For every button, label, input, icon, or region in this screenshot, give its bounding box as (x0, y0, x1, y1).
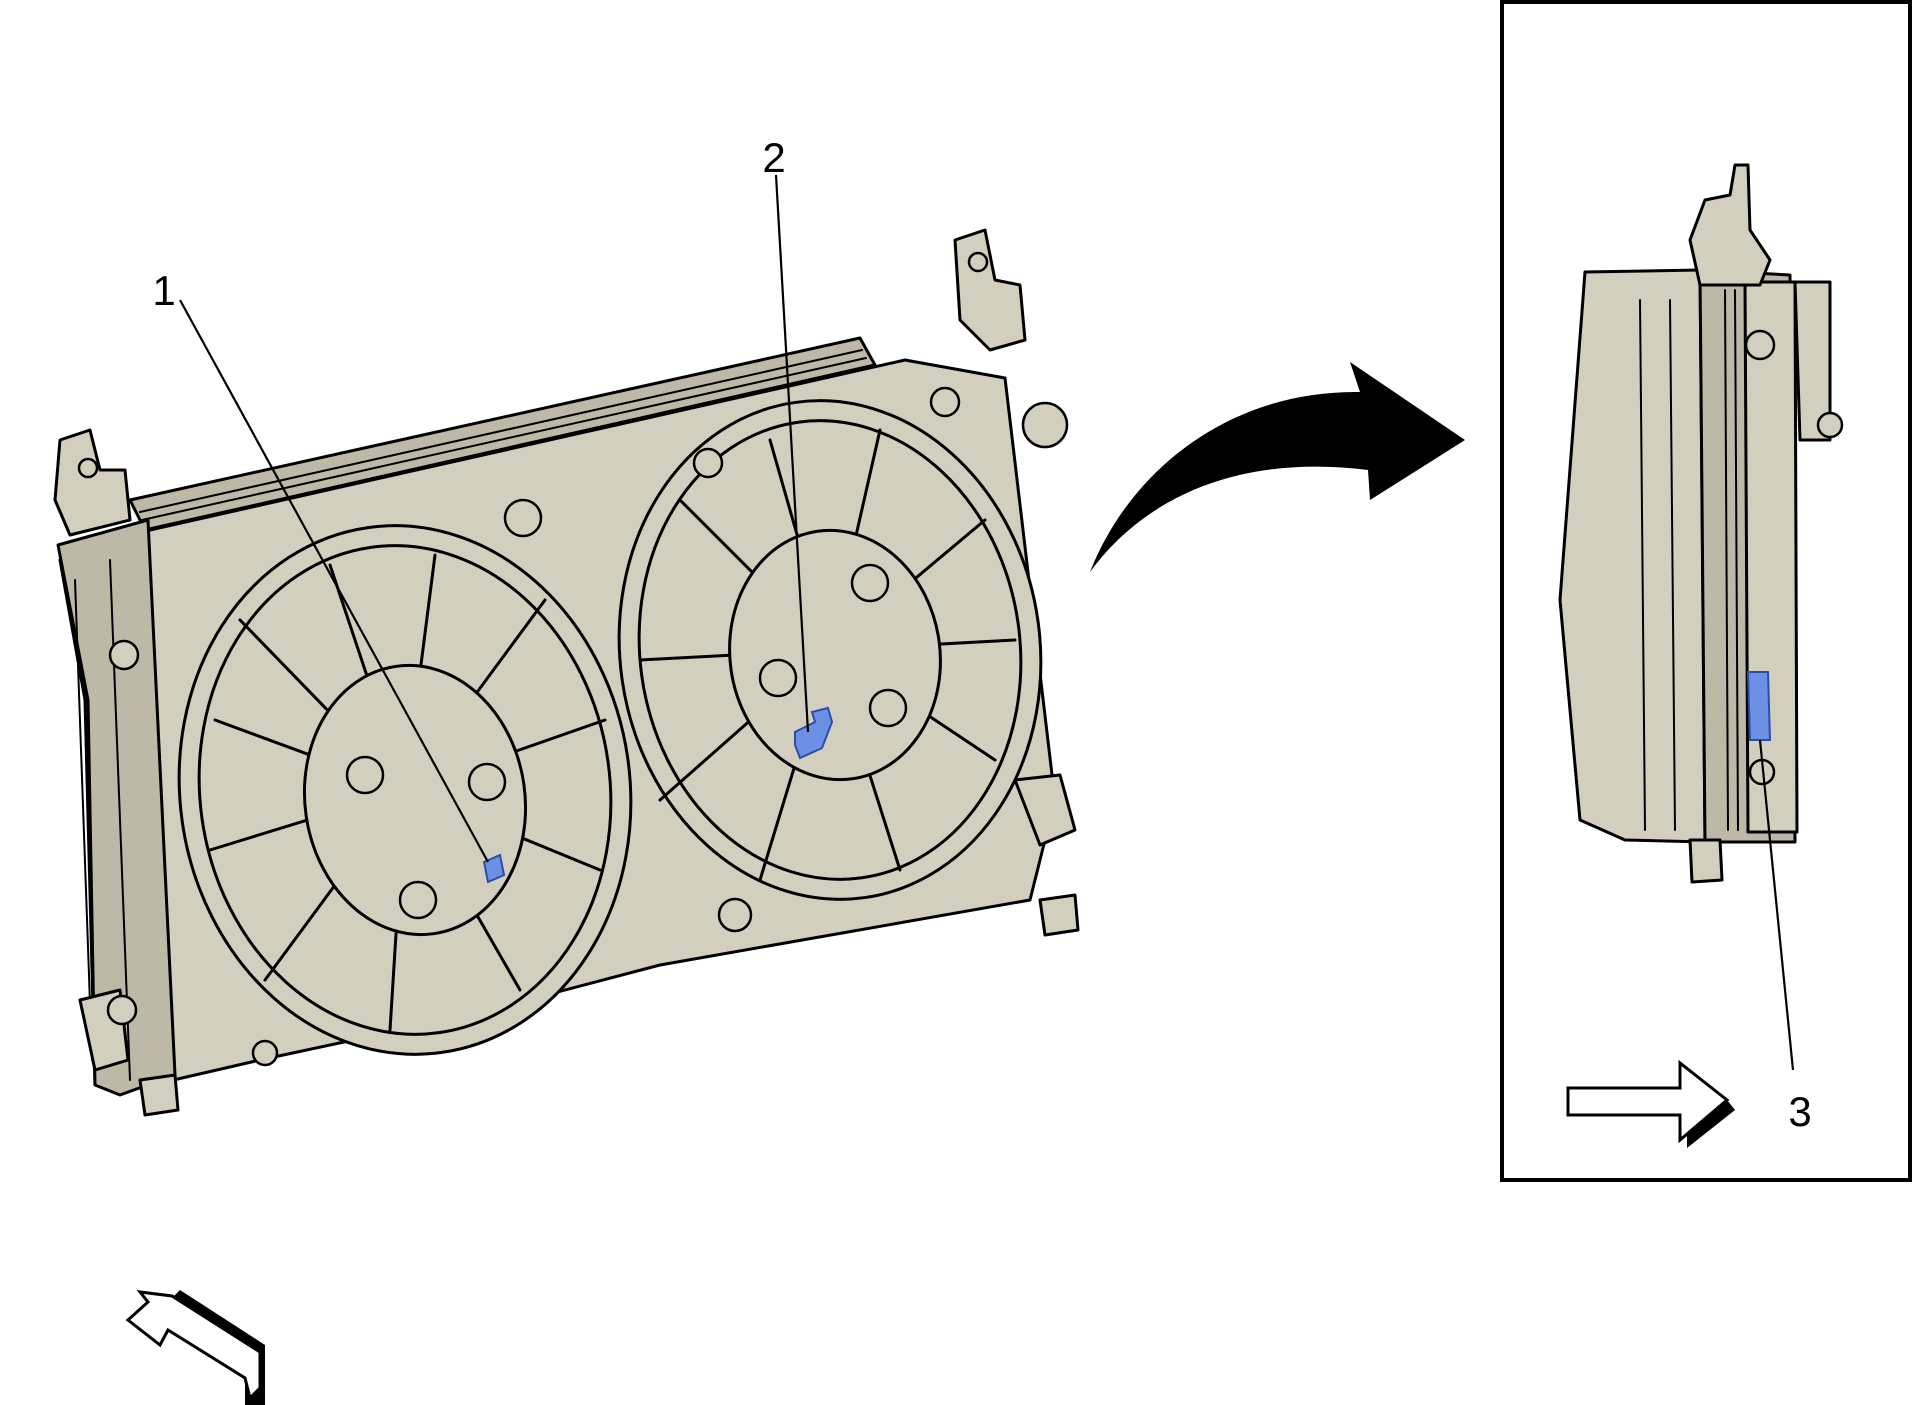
callout-3: 3 (1758, 739, 1812, 1135)
connector-1 (482, 853, 506, 884)
front-direction-arrow-icon (125, 1290, 265, 1405)
inset-direction-arrow-icon (1566, 1059, 1735, 1148)
connector-3 (1746, 671, 1772, 741)
side-view-inset (1500, 0, 1912, 1182)
connector-2 (794, 706, 834, 760)
callout-2-label: 2 (762, 134, 785, 181)
callout-3-label: 3 (1788, 1088, 1811, 1135)
callout-1: 1 (152, 267, 489, 863)
radiator-fan-assembly (53, 228, 1080, 1117)
callout-1-label: 1 (152, 267, 175, 314)
rotate-arrow-icon (1090, 362, 1465, 572)
callout-2: 2 (762, 134, 810, 733)
